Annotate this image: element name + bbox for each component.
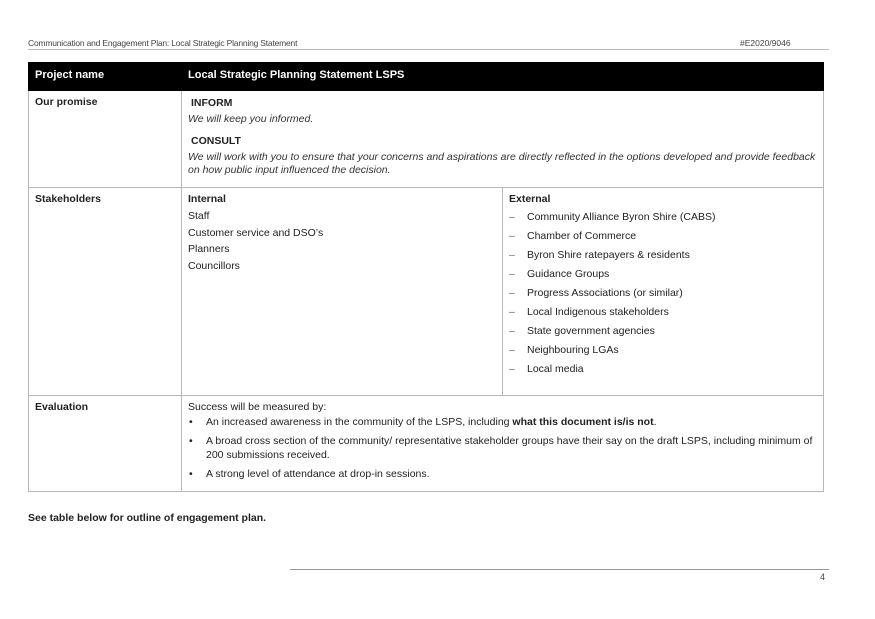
project-name-value: Local Strategic Planning Statement LSPS <box>181 62 824 91</box>
list-item: Customer service and DSO’s <box>188 226 324 239</box>
list-item: •A strong level of attendance at drop-in… <box>189 468 430 480</box>
header-divider <box>28 49 829 50</box>
dash-bullet-icon: – <box>509 325 515 337</box>
list-item: Staff <box>188 210 210 222</box>
dash-bullet-icon: – <box>509 211 515 223</box>
dash-bullet-icon: – <box>509 268 515 280</box>
table-note: See table below for outline of engagemen… <box>28 512 267 524</box>
external-list: –Community Alliance Byron Shire (CABS) –… <box>509 208 817 379</box>
bullet-icon: • <box>189 435 193 447</box>
page-number: 4 <box>820 572 826 582</box>
dash-bullet-icon: – <box>509 363 515 375</box>
bullet-icon: • <box>189 416 193 428</box>
promise-content: INFORM We will keep you informed. CONSUL… <box>181 90 824 188</box>
list-item: Planners <box>188 243 230 255</box>
list-item: –Progress Associations (or similar) <box>509 284 817 303</box>
dash-bullet-icon: – <box>509 287 515 299</box>
internal-heading: Internal <box>188 193 226 205</box>
list-item: –Neighbouring LGAs <box>509 341 817 360</box>
evaluation-label: Evaluation <box>35 401 89 413</box>
external-heading: External <box>509 193 551 205</box>
list-item: –Local media <box>509 360 817 379</box>
list-item: •A broad cross section of the community/… <box>189 435 813 461</box>
list-item: •An increased awareness in the community… <box>189 416 657 428</box>
list-item: –State government agencies <box>509 322 817 341</box>
stakeholders-row: Stakeholders Internal Staff Customer ser… <box>28 187 824 396</box>
promise-label: Our promise <box>35 96 98 108</box>
bullet-icon: • <box>189 468 193 480</box>
list-item: Councillors <box>188 259 240 272</box>
emphasis-text: what this document is/is not <box>512 416 654 428</box>
inform-text: We will keep you informed. <box>188 113 314 125</box>
promise-row: Our promise INFORM We will keep you info… <box>28 90 824 188</box>
list-item: –Byron Shire ratepayers & residents <box>509 246 817 265</box>
project-name-label: Project name <box>28 62 182 91</box>
stakeholders-label: Stakeholders <box>35 193 101 205</box>
evaluation-content: Success will be measured by: •An increas… <box>181 395 824 492</box>
dash-bullet-icon: – <box>509 249 515 261</box>
dash-bullet-icon: – <box>509 344 515 356</box>
engagement-table: Project name Local Strategic Planning St… <box>28 62 824 492</box>
document-reference-number: #E2020/9046 <box>740 38 791 48</box>
evaluation-list: •An increased awareness in the community… <box>188 415 817 481</box>
list-item: –Guidance Groups <box>509 265 817 284</box>
list-item: –Chamber of Commerce <box>509 227 817 246</box>
document-header-title: Communication and Engagement Plan: Local… <box>28 38 298 48</box>
consult-text: We will work with you to ensure that you… <box>188 151 816 176</box>
inform-heading: INFORM <box>191 97 233 109</box>
external-stakeholders-cell: External –Community Alliance Byron Shire… <box>502 187 824 396</box>
dash-bullet-icon: – <box>509 306 515 318</box>
table-header-row: Project name Local Strategic Planning St… <box>28 62 824 91</box>
internal-stakeholders-cell: Internal Staff Customer service and DSO’… <box>181 187 503 396</box>
list-item: –Community Alliance Byron Shire (CABS) <box>509 208 817 227</box>
evaluation-row: Evaluation Success will be measured by: … <box>28 395 824 492</box>
consult-heading: CONSULT <box>191 135 241 147</box>
evaluation-intro: Success will be measured by: <box>188 401 327 413</box>
dash-bullet-icon: – <box>509 230 515 242</box>
list-item: –Local Indigenous stakeholders <box>509 303 817 322</box>
footer-divider <box>290 569 829 570</box>
